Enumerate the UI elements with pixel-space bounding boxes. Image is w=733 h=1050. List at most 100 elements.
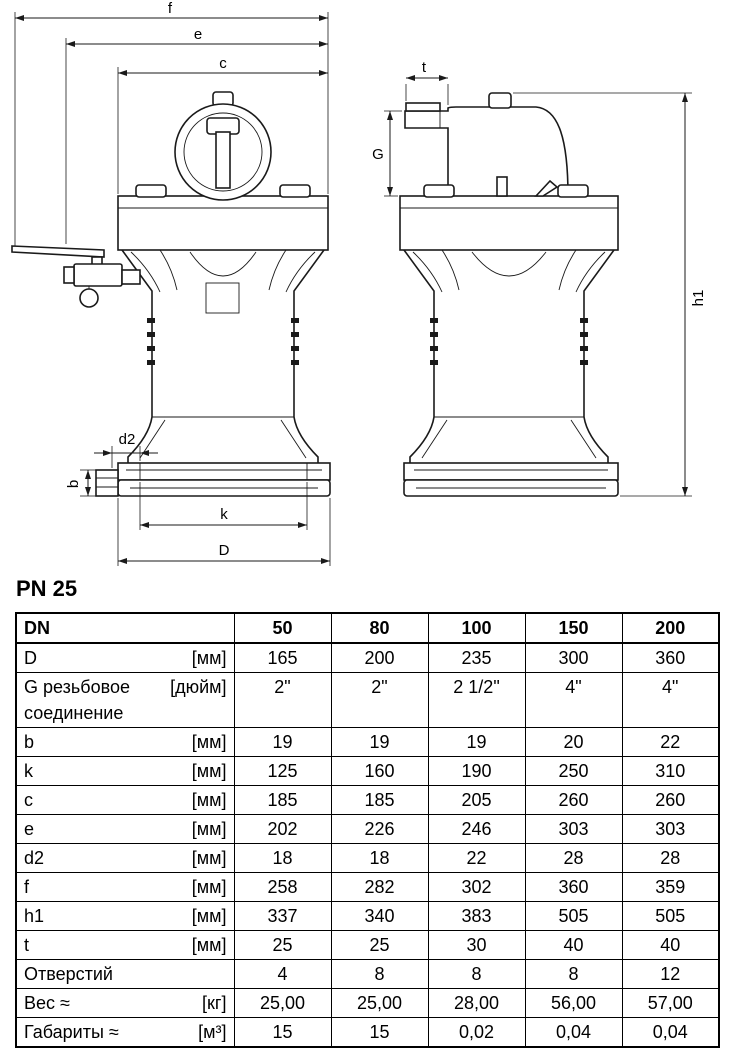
- param-value-cell: 260: [524, 785, 623, 815]
- param-value-cell: 40: [621, 930, 720, 960]
- param-value-cell: 340: [330, 901, 429, 931]
- column-header-dn: DN: [15, 612, 235, 644]
- param-name: e: [24, 819, 35, 839]
- param-value-cell: 4": [524, 672, 623, 728]
- dim-label-b: b: [65, 480, 82, 488]
- param-value-cell: 28: [524, 843, 623, 873]
- param-value-cell: 19: [330, 727, 429, 757]
- param-name: Отверстий: [24, 964, 113, 984]
- param-name-cell: c [мм]: [15, 785, 235, 815]
- table-header-row: DN 50 80 100 150 200: [15, 612, 720, 644]
- param-value-cell: 25: [233, 930, 332, 960]
- param-unit: [мм]: [191, 906, 227, 926]
- param-value-cell: 12: [621, 959, 720, 989]
- side-bonnet: [399, 195, 619, 251]
- param-value-cell: 0,02: [427, 1017, 526, 1048]
- param-name-cell: D[мм]: [15, 642, 235, 673]
- param-value-cell: 15: [233, 1017, 332, 1048]
- param-value-cell: 300: [524, 642, 623, 673]
- param-value-cell: 2": [233, 672, 332, 728]
- param-unit: [мм]: [191, 732, 227, 752]
- param-value-cell: 337: [233, 901, 332, 931]
- param-value-cell: 18: [233, 843, 332, 873]
- front-flange: [117, 462, 331, 481]
- param-name: Вес ≈: [24, 993, 70, 1013]
- param-value-cell: 40: [524, 930, 623, 960]
- param-value-cell: 205: [427, 785, 526, 815]
- param-value-cell: 202: [233, 814, 332, 844]
- param-value-cell: 185: [330, 785, 429, 815]
- param-value-cell: 310: [621, 756, 720, 786]
- param-name-cell: h1 [мм]: [15, 901, 235, 931]
- param-value-cell: 8: [330, 959, 429, 989]
- dim-label-k: k: [220, 506, 228, 523]
- param-value-cell: 4": [621, 672, 720, 728]
- param-value-cell: 0,04: [621, 1017, 720, 1048]
- param-value-cell: 25,00: [330, 988, 429, 1018]
- param-value-cell: 4: [233, 959, 332, 989]
- param-name-cell: Габариты ≈[м³]: [15, 1017, 235, 1048]
- param-value-cell: 22: [621, 727, 720, 757]
- param-unit: [дюйм]: [170, 677, 227, 697]
- param-unit: [мм]: [191, 819, 227, 839]
- param-unit: [мм]: [191, 848, 227, 868]
- param-value-cell: 200: [330, 642, 429, 673]
- pressure-rating-heading: PN 25: [16, 576, 78, 601]
- param-value-cell: 25: [330, 930, 429, 960]
- param-name-cell: Отверстий: [15, 959, 235, 989]
- param-value-cell: 258: [233, 872, 332, 902]
- param-name: h1: [24, 906, 45, 926]
- param-value-cell: 22: [427, 843, 526, 873]
- param-value-cell: 360: [621, 642, 720, 673]
- drain-stub: [95, 469, 119, 497]
- dim-label-h1: h1: [690, 290, 707, 307]
- param-name-cell: k[мм]: [15, 756, 235, 786]
- front-nameplate: [205, 282, 240, 314]
- param-value-cell: 282: [330, 872, 429, 902]
- front-view: f e c: [11, 0, 331, 566]
- g-thread-stub: [405, 102, 441, 112]
- param-value-cell: 303: [524, 814, 623, 844]
- param-name: D: [24, 648, 37, 668]
- param-name: b: [24, 732, 35, 752]
- ball-valve-body: [73, 263, 123, 287]
- param-unit: [мм]: [191, 790, 227, 810]
- side-view: t G: [372, 59, 707, 497]
- param-value-cell: 505: [621, 901, 720, 931]
- side-flange: [403, 462, 619, 481]
- param-value-cell: 302: [427, 872, 526, 902]
- column-header-dn100: 100: [427, 612, 526, 644]
- column-header-dn80: 80: [330, 612, 429, 644]
- valve-drawing: f e c: [11, 0, 707, 566]
- param-name: G резьбовое соединение: [24, 677, 130, 723]
- param-value-cell: 28,00: [427, 988, 526, 1018]
- param-unit: [мм]: [191, 761, 227, 781]
- param-value-cell: 25,00: [233, 988, 332, 1018]
- technical-drawing-area: f e c: [11, 0, 707, 566]
- param-value-cell: 303: [621, 814, 720, 844]
- param-name: f: [24, 877, 30, 897]
- dim-label-c: c: [219, 55, 227, 72]
- param-value-cell: 57,00: [621, 988, 720, 1018]
- param-value-cell: 2 1/2": [427, 672, 526, 728]
- dim-label-G: G: [372, 146, 384, 163]
- dim-label-e: e: [194, 26, 202, 43]
- param-name-cell: d2[мм]: [15, 843, 235, 873]
- param-name: c: [24, 790, 33, 810]
- lever-handle: [11, 245, 105, 258]
- param-value-cell: 246: [427, 814, 526, 844]
- param-name-cell: Вес ≈[кг]: [15, 988, 235, 1018]
- dim-label-f: f: [168, 0, 173, 17]
- param-value-cell: 30: [427, 930, 526, 960]
- side-top-knob: [488, 92, 512, 109]
